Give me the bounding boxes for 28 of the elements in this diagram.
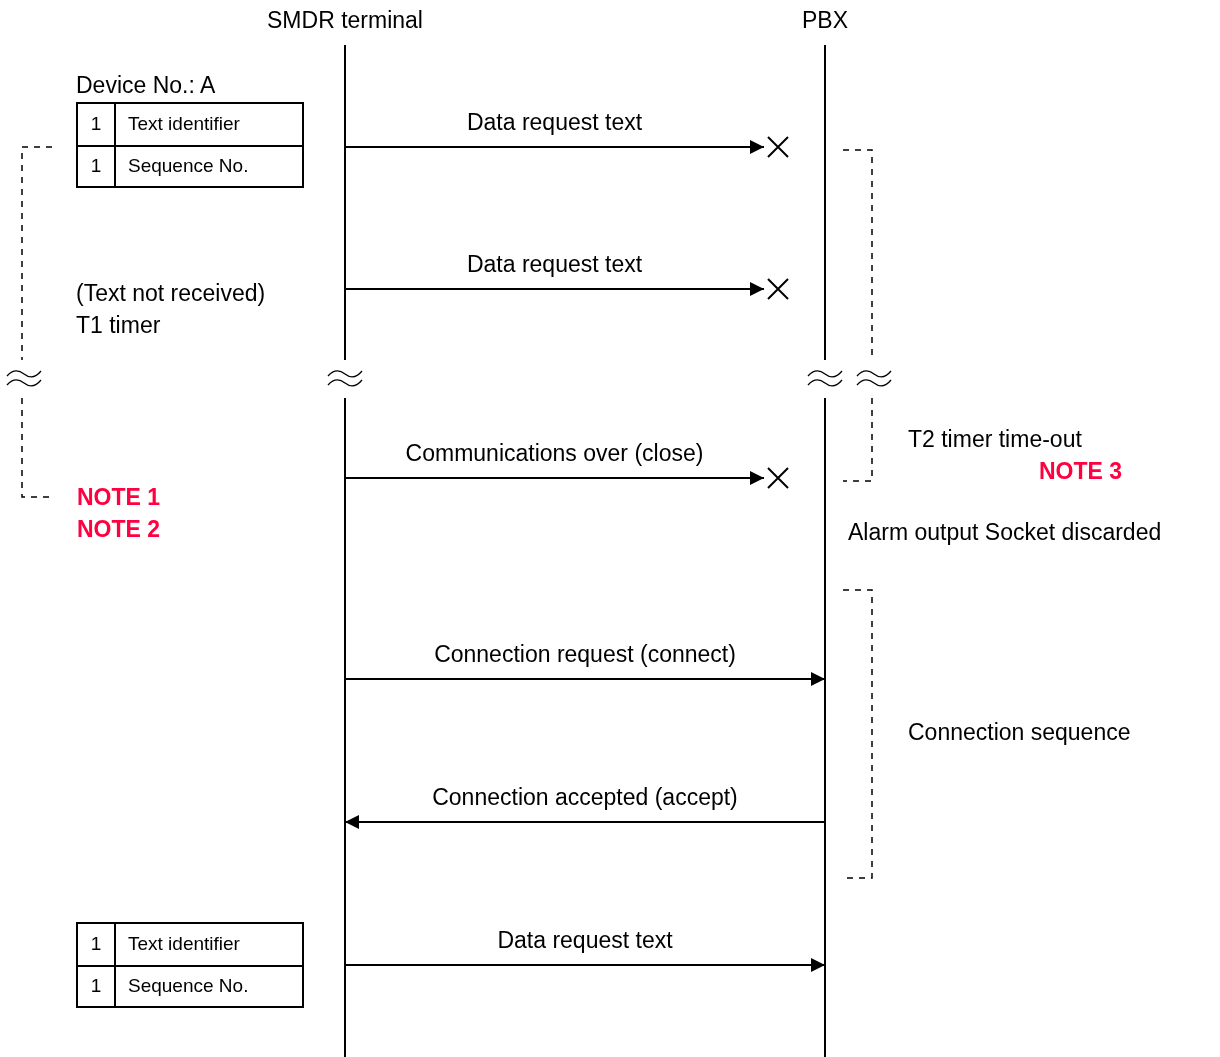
field-name: Text identifier bbox=[127, 932, 241, 957]
message-arrow bbox=[344, 815, 826, 829]
annotation-text: (Text not received) bbox=[76, 279, 266, 307]
message-arrow bbox=[344, 471, 765, 485]
cross-mark bbox=[764, 465, 792, 491]
lifeline-header: PBX bbox=[802, 6, 848, 35]
cross-mark bbox=[764, 276, 792, 302]
message-arrow bbox=[344, 140, 765, 154]
message-arrow bbox=[344, 958, 826, 972]
field-count: 1 bbox=[78, 924, 116, 965]
lifeline-header: SMDR terminal bbox=[267, 6, 423, 35]
field-count: 1 bbox=[78, 104, 116, 145]
message-arrow bbox=[344, 282, 765, 296]
note-label: NOTE 2 bbox=[77, 515, 161, 543]
annotation-text: T1 timer bbox=[76, 311, 161, 339]
table-heading: Device No.: A bbox=[76, 71, 217, 100]
annotation-text: T2 timer time-out bbox=[908, 425, 1082, 453]
note-label: NOTE 3 bbox=[1039, 457, 1123, 485]
field-name: Text identifier bbox=[127, 112, 241, 137]
field-count: 1 bbox=[78, 147, 116, 186]
field-name: Sequence No. bbox=[127, 154, 250, 179]
note-label: NOTE 1 bbox=[77, 483, 161, 511]
annotation-text: Connection sequence bbox=[908, 718, 1131, 746]
field-count: 1 bbox=[78, 967, 116, 1006]
message-arrow bbox=[344, 672, 826, 686]
field-name: Sequence No. bbox=[127, 974, 250, 999]
annotation-text: Alarm output Socket discarded bbox=[848, 518, 1162, 546]
cross-mark bbox=[764, 134, 792, 160]
